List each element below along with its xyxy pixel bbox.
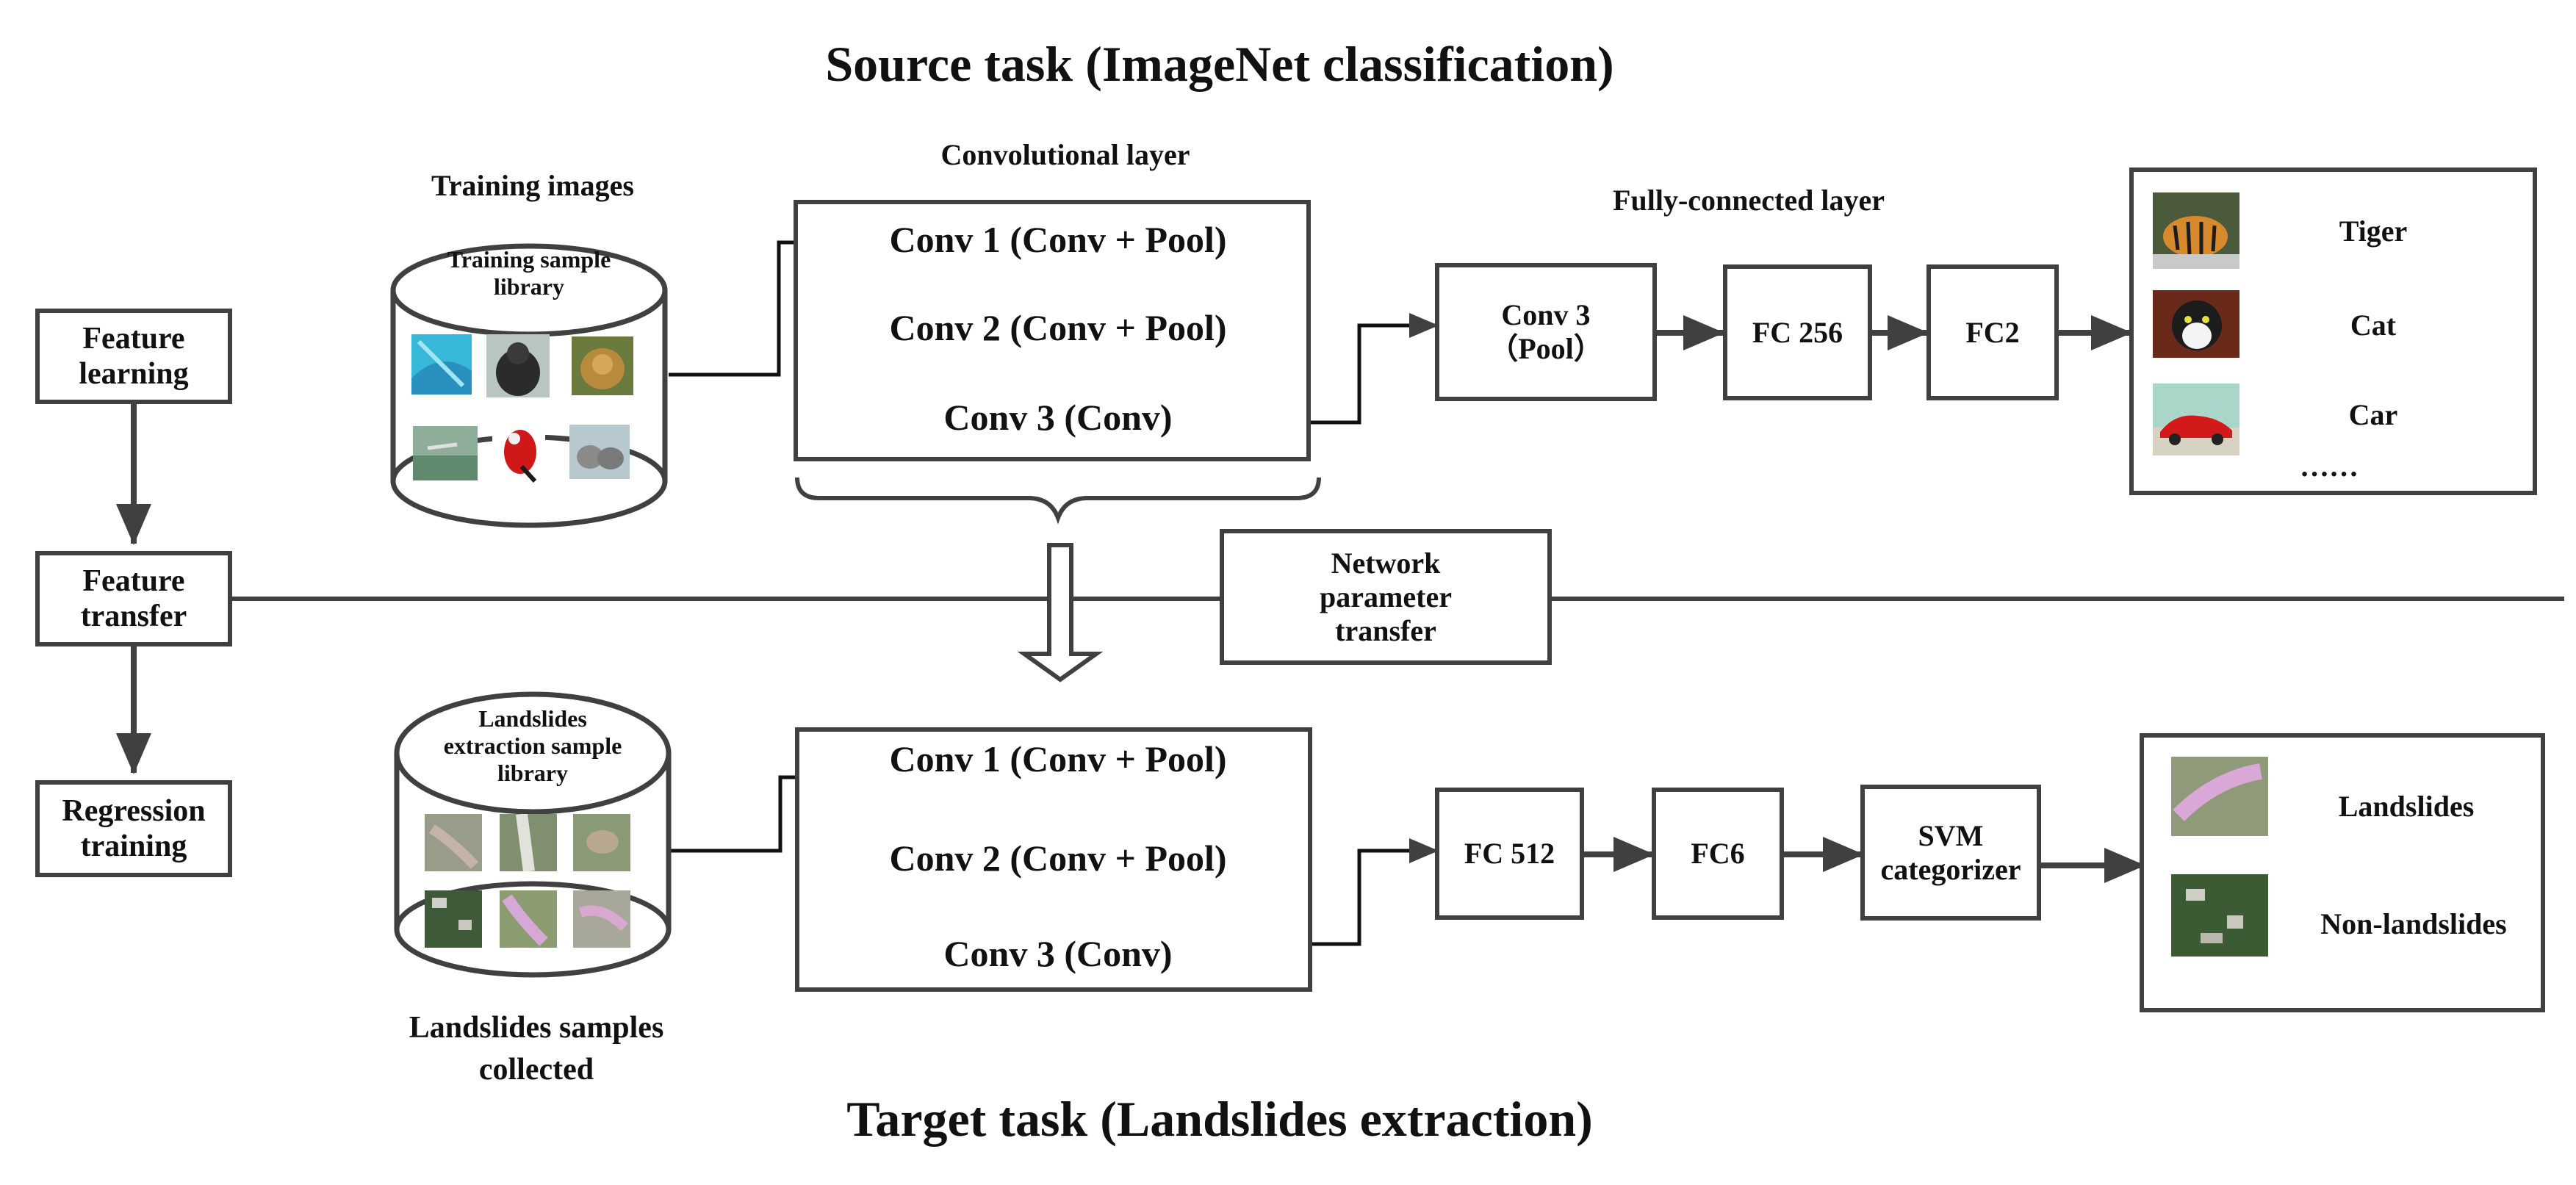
thumb-parrot [492,422,545,484]
fc2-box: FC2 [1926,264,2059,400]
thumb-lion [572,336,633,395]
thumb-tiger [2153,192,2239,269]
fc6-label: FC6 [1691,837,1745,870]
conv1-target: Conv 1 (Conv + Pool) [889,738,1227,779]
thumb-landslide-4 [425,890,482,948]
source-task-title: Source task (ImageNet classification) [825,36,1614,92]
output-non-landslides: Non-landslides [2320,907,2507,940]
thumb-landslide-6 [573,890,630,948]
output-tiger: Tiger [2339,215,2408,248]
conv2-source: Conv 2 (Conv + Pool) [889,307,1227,348]
feature-transfer-box: Feature transfer [35,551,232,646]
hollow-transfer-arrow [1017,543,1104,682]
feature-learning-box: Feature learning [35,309,232,404]
conv3-pool-line1: Conv 3 [1501,298,1591,331]
conv2-target: Conv 2 (Conv + Pool) [889,838,1227,879]
conv3-pool-line2: （Pool） [1489,332,1603,365]
fc256-box: FC 256 [1723,264,1872,400]
output-landslides: Landslides [2338,790,2475,823]
conv3-source: Conv 3 (Conv) [943,397,1173,438]
conv-layer-label: Convolutional layer [940,138,1190,171]
thumb-non-landslide-output [2171,874,2268,957]
fc512-label: FC 512 [1464,837,1555,870]
regression-training-label: Regression training [62,793,206,863]
output-ellipsis: …… [2300,450,2359,483]
conv3-target: Conv 3 (Conv) [943,933,1173,974]
thumb-cat [2153,290,2239,358]
fc2-label: FC2 [1965,315,2020,349]
target-task-title: Target task (Landslides extraction) [846,1091,1593,1147]
thumb-blue-water [411,334,472,395]
output-cat: Cat [2350,309,2397,342]
thumb-landslide-3 [573,814,630,871]
conv-layer-target-box [795,727,1312,992]
thumb-landslide-5 [500,890,557,948]
feature-learning-label: Feature learning [79,321,189,391]
training-images-label: Training images [431,169,634,202]
svm-categorizer-box: SVM categorizer [1860,785,2041,921]
fc6-box: FC6 [1652,788,1784,920]
thumb-elephants [569,425,630,479]
feature-transfer-label: Feature transfer [80,563,187,633]
landslides-library-label: Landslides extraction sample library [443,705,622,786]
thumb-landslide-2 [500,814,557,871]
conv-layer-source-box [794,200,1311,461]
thumb-landslide-output [2171,757,2268,836]
regression-training-box: Regression training [35,780,232,877]
thumb-fish [413,426,478,480]
thumb-car [2153,383,2239,455]
brace-conv-source [795,477,1321,525]
landslides-collected-line1: Landslides samples [409,1011,664,1045]
svm-line2: categorizer [1880,852,2021,886]
fc-layer-label: Fully-connected layer [1613,184,1885,217]
landslides-collected-line2: collected [478,1053,594,1087]
training-library-label: Training sample library [447,246,611,300]
thumb-landslide-1 [425,814,482,871]
transfer-line2: parameter [1320,580,1452,613]
network-parameter-transfer-box: Network parameter transfer [1220,529,1552,665]
fc512-box: FC 512 [1435,788,1584,920]
transfer-line3: transfer [1335,613,1436,647]
fc256-label: FC 256 [1752,315,1843,349]
thumb-gorilla [486,334,550,397]
conv3-pool-box: Conv 3 （Pool） [1435,263,1657,401]
conv1-source: Conv 1 (Conv + Pool) [889,219,1227,260]
output-car: Car [2348,398,2398,431]
transfer-line1: Network [1331,546,1441,580]
svm-line1: SVM [1918,818,1984,852]
